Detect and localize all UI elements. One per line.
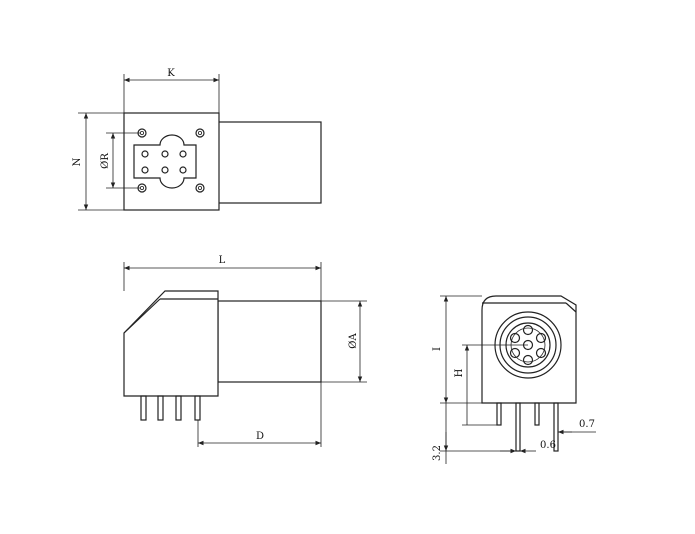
dim-d-label: D	[256, 431, 264, 442]
front-view-pins	[496, 402, 559, 452]
side-view: L D ØA	[123, 255, 367, 447]
pin-holes	[141, 150, 187, 174]
dim-n-label: N	[72, 157, 83, 166]
side-view-barrel	[217, 300, 322, 383]
top-view-body	[123, 112, 220, 211]
top-view-barrel	[217, 121, 322, 204]
side-view-body	[123, 290, 219, 397]
pin-cluster-outline	[133, 134, 197, 189]
dim-pin-width-label: 0.7	[579, 419, 595, 430]
dim-a-label: ØA	[348, 333, 359, 349]
dim-r-label: ØR	[100, 153, 111, 169]
dim-k-label: K	[167, 68, 175, 79]
dim-h-label: H	[454, 368, 465, 377]
dim-l-label: L	[219, 255, 226, 266]
dim-i-label: I	[432, 347, 443, 351]
side-view-pins	[140, 395, 201, 421]
top-view: K N ØR	[72, 68, 322, 211]
dim-pitch-label: 0.6	[540, 440, 556, 451]
dim-pin-length-label: 3.2	[432, 445, 443, 461]
front-view: I H 3.2 0.6 0.7	[432, 295, 596, 464]
